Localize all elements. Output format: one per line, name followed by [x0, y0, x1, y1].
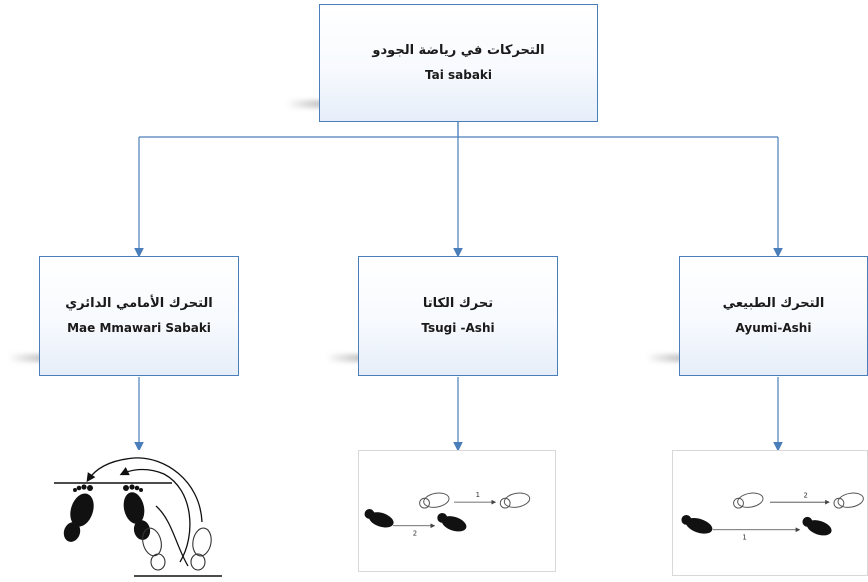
footprint-left-filled-icon: [63, 484, 94, 542]
footprint-outline-icon: [419, 492, 531, 509]
branch-title-latin: Ayumi-Ashi: [735, 321, 812, 335]
footprint-diagram: [54, 457, 222, 577]
root-box-shadow: [286, 100, 322, 108]
footprint-back-filled-icon: [364, 509, 394, 528]
footprint-front-filled-icon: [437, 512, 467, 532]
branch-title-arabic: تحرك الكاتا: [422, 296, 494, 311]
branch-node-ayumi-ashi: التحرك الطبيعي Ayumi-Ashi: [679, 256, 868, 376]
tsugi-ashi-step-illustration: 1 2: [358, 450, 556, 572]
footprint-diagram: 1 2: [364, 491, 531, 538]
step-label-two: 2: [413, 530, 417, 538]
step-label-one: 1: [476, 491, 480, 499]
branch-title-latin: Tsugi -Ashi: [421, 321, 495, 335]
right-box-shadow: [646, 354, 682, 362]
left-box-shadow: [8, 354, 44, 362]
step-label-one: 1: [742, 534, 746, 542]
root-title-latin: Tai sabaki: [424, 68, 493, 82]
root-title-arabic: التحركات في رياضة الجودو: [372, 43, 545, 58]
footprint-right-filled-icon: [123, 484, 151, 540]
branch-title-latin: Mae Mmawari Sabaki: [67, 321, 211, 335]
footprint-outline-icon: [733, 492, 864, 509]
step-label-two: 2: [803, 491, 807, 499]
branch-title-arabic: التحرك الأمامي الدائري: [65, 296, 213, 311]
branch-title-arabic: التحرك الطبيعي: [722, 296, 825, 311]
branch-node-tsugi-ashi: تحرك الكاتا Tsugi -Ashi: [358, 256, 558, 376]
root-node: التحركات في رياضة الجودو Tai sabaki: [319, 4, 598, 122]
footprint-diagram: 2 1: [681, 491, 864, 542]
footprint-back-filled-icon: [681, 514, 713, 534]
footprint-outline-icon: [142, 527, 212, 571]
middle-box-shadow: [326, 354, 362, 362]
circular-forward-step-illustration: [52, 450, 232, 578]
ayumi-ashi-step-illustration: 2 1: [672, 450, 868, 576]
footprint-front-filled-icon: [802, 516, 832, 536]
branch-node-circular-forward: التحرك الأمامي الدائري Mae Mmawari Sabak…: [39, 256, 239, 376]
